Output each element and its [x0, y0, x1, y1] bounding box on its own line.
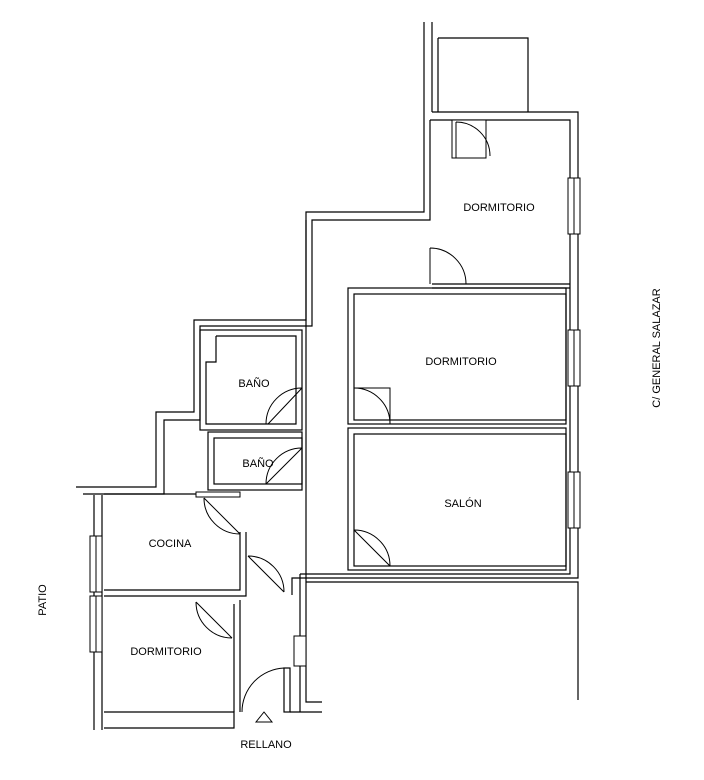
- room-label-dormitorio-mid: DORMITORIO: [425, 356, 497, 368]
- door-hall: [247, 555, 285, 593]
- door-dormitorio-bottom: [195, 601, 233, 639]
- room-label-bano-1: BAÑO: [238, 377, 270, 390]
- doors: [195, 121, 491, 713]
- windows: [89, 119, 581, 667]
- room-label-dormitorio-top: DORMITORIO: [463, 202, 535, 214]
- room-label-dormitorio-bottom: DORMITORIO: [130, 646, 202, 658]
- entry-triangle-icon: [254, 711, 274, 723]
- street-label: C/ GENERAL SALAZAR: [651, 288, 663, 407]
- interior-walls: [104, 220, 570, 712]
- patio-label: PATIO: [37, 584, 49, 616]
- door-salon: [353, 529, 391, 567]
- door-bano-1: [265, 387, 303, 425]
- window-balcony: [451, 119, 487, 159]
- door-bano-2: [265, 447, 303, 485]
- window-hall: [293, 635, 307, 667]
- door-balcony: [455, 121, 491, 158]
- door-dormitorio-top: [429, 247, 467, 285]
- window-bano-2: [195, 491, 241, 498]
- room-label-bano-2: BAÑO: [242, 457, 274, 470]
- room-label-salon: SALÓN: [444, 497, 481, 510]
- exterior-walls: [76, 22, 579, 730]
- door-cocina: [203, 497, 241, 535]
- rellano-label: RELLANO: [240, 739, 292, 751]
- door-entry: [241, 667, 285, 713]
- door-dormitorio-mid: [353, 387, 391, 425]
- room-label-cocina: COCINA: [149, 538, 192, 550]
